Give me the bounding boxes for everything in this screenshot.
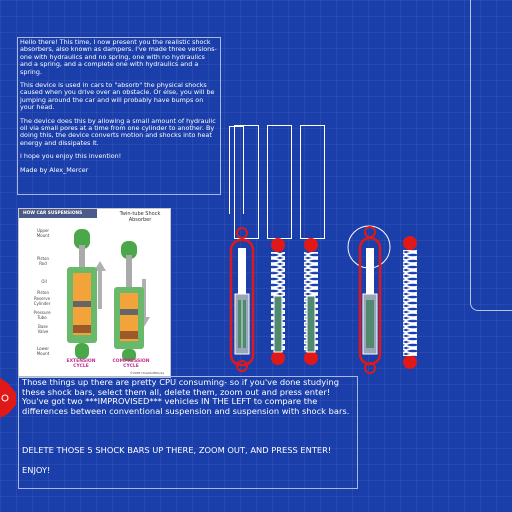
note-line-2: You've got two ***IMPROVISED*** vehicles… <box>22 396 350 416</box>
shock-container-2[interactable] <box>267 125 292 239</box>
shock-container-left[interactable] <box>229 126 244 214</box>
diagram-credit: ©2005 HowStuffWorks <box>129 371 165 375</box>
intro-paragraph-3: The device does this by allowing a small… <box>20 116 216 147</box>
label-extension-cycle: EXTENSION CYCLE <box>66 359 96 369</box>
intro-paragraph-1: Hello there! This time, I now present yo… <box>20 38 217 76</box>
shock-absorber-diagram-image[interactable]: HOW CAR SUSPENSIONS WORK Twin-tube Shock… <box>18 208 171 378</box>
label-piston-rod: Piston Rod <box>36 256 50 266</box>
shock-container-3[interactable] <box>300 125 325 239</box>
label-pressure-tube: Pressure Tube <box>33 310 51 320</box>
diagram-subtitle: Twin-tube Shock Absorber <box>119 211 161 223</box>
label-base-valve: Base Valve <box>37 324 49 334</box>
note-line-4: ENJOY! <box>22 464 51 475</box>
diagram-header: HOW CAR SUSPENSIONS WORK <box>19 209 97 225</box>
note-line-1: Those things up there are pretty CPU con… <box>22 377 340 397</box>
label-piston: Piston <box>36 290 50 295</box>
diagram-drawing <box>67 229 150 361</box>
vehicle-outline-shape[interactable] <box>470 0 512 311</box>
intro-paragraph-5: Made by Alex_Mercer <box>20 165 89 174</box>
label-oil: Oil <box>41 279 47 284</box>
label-upper-mount: Upper Mount <box>36 228 50 238</box>
instructions-text-box[interactable]: Those things up there are pretty CPU con… <box>18 376 358 489</box>
intro-paragraph-4: I hope you enjoy this invention! <box>20 152 122 161</box>
intro-paragraph-2: This device is used in cars to "absorb" … <box>20 81 215 112</box>
intro-text-box[interactable]: Hello there! This time, I now present yo… <box>17 37 221 195</box>
label-reserve-cylinder: Reserve Cylinder <box>33 296 51 306</box>
note-line-3: DELETE THOSE 5 SHOCK BARS UP THERE, ZOOM… <box>22 445 332 456</box>
shock-container-1[interactable] <box>234 125 259 239</box>
label-lower-mount: Lower Mount <box>36 346 50 356</box>
label-compression-cycle: COMPRESSION CYCLE <box>112 359 150 369</box>
